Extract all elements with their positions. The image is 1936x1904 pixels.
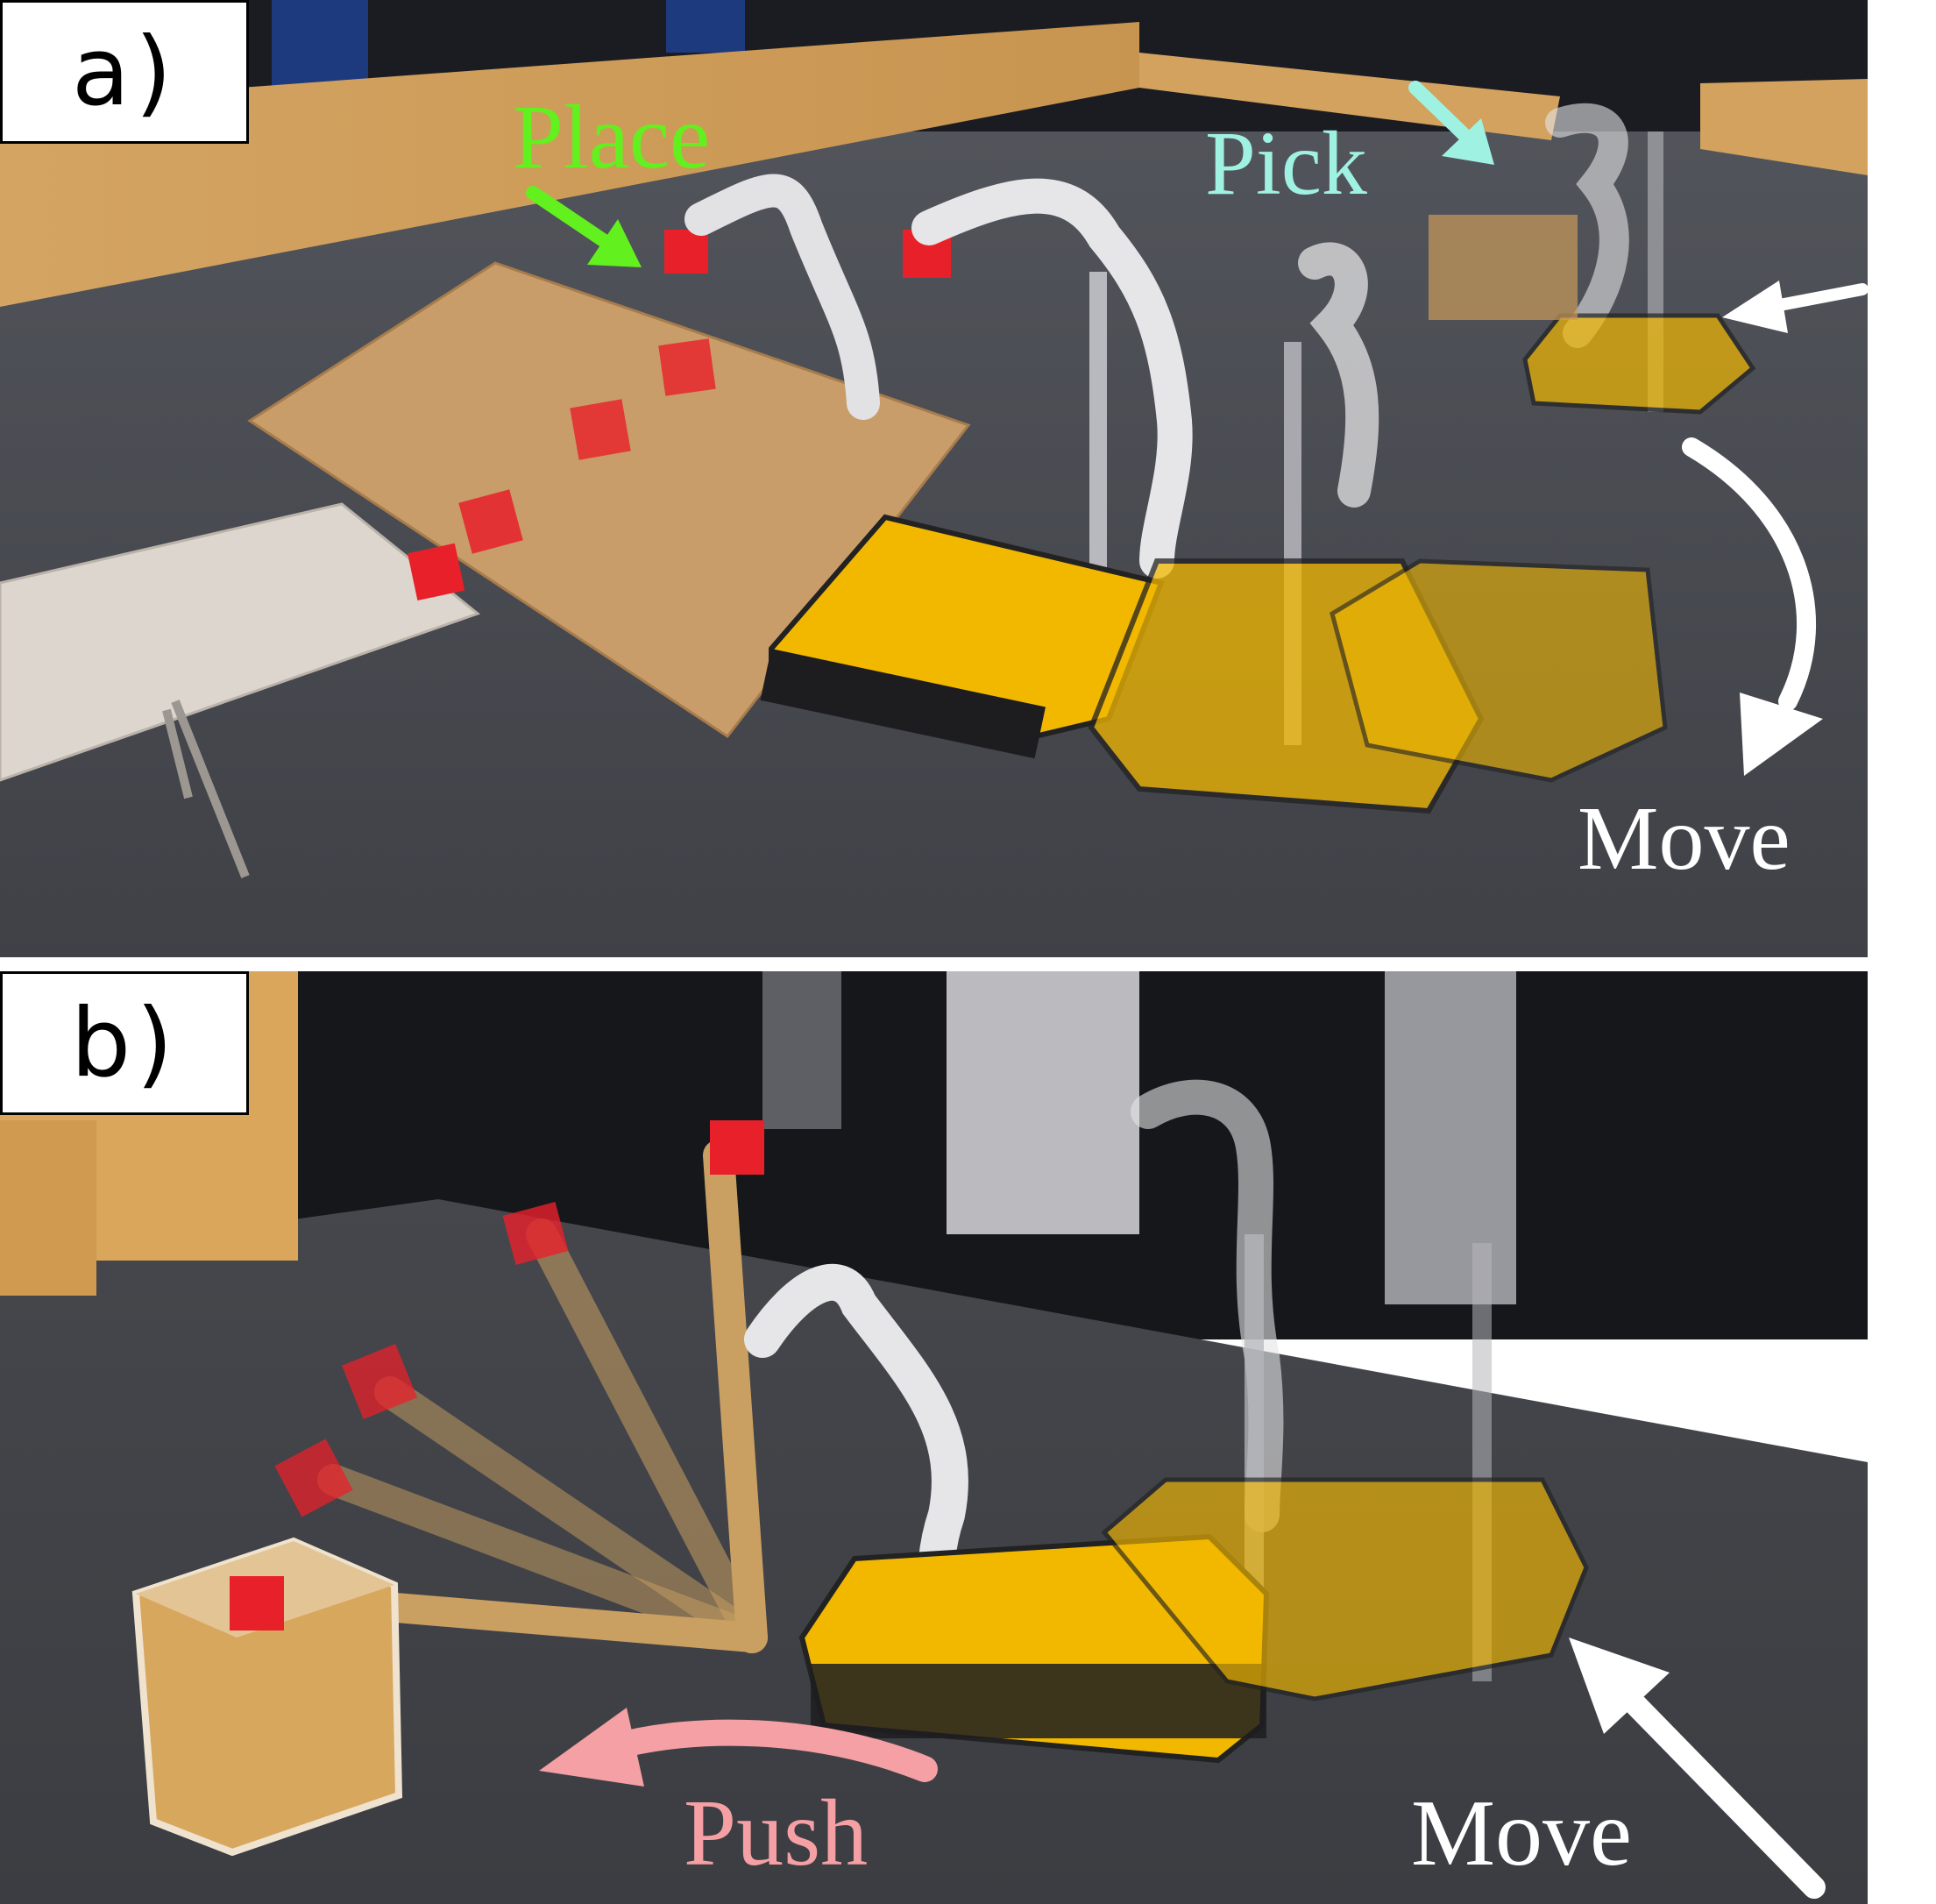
wooden-box: [1429, 215, 1578, 320]
robot-base: [1330, 558, 1668, 783]
wooden-wall: [0, 22, 1139, 307]
robot-arm: [684, 174, 880, 420]
robot-arm: [911, 178, 1193, 579]
robot-arm: [1298, 242, 1379, 508]
panel-a-tag: a): [0, 0, 249, 144]
red-cube: [458, 489, 523, 554]
pick-label: Pick: [1205, 113, 1367, 214]
place-label: Place: [513, 87, 711, 188]
panel-b-photo: b) Push Move: [0, 971, 1868, 1904]
panel-a-photo: a) Place Pick Move: [0, 0, 1868, 957]
red-cube: [710, 1120, 764, 1175]
push-label: Push: [684, 1781, 869, 1886]
incoming-arrow: [1722, 281, 1868, 333]
robot-base: [1522, 313, 1756, 415]
panel-a-scene: [0, 0, 1868, 957]
panel-b-tag: b): [0, 971, 249, 1115]
robot-mast: [1089, 272, 1107, 640]
move-label-b: Move: [1411, 1781, 1632, 1886]
wooden-target-box: [131, 1537, 403, 1857]
panel-b-scene: [0, 971, 1868, 1904]
white-table: [0, 502, 481, 782]
move-arrow-b: [1569, 1638, 1826, 1899]
cardboard-ramp: [247, 261, 971, 739]
red-cube: [570, 399, 631, 460]
red-cube: [407, 543, 465, 601]
push-arrow: [539, 1708, 938, 1787]
red-cube: [664, 230, 708, 274]
pick-arrow: [1408, 81, 1494, 165]
robot-arm: [1545, 103, 1629, 348]
red-cube: [274, 1439, 353, 1517]
red-cube: [342, 1344, 417, 1419]
robot-base: [1101, 1477, 1589, 1702]
move-arrow-a: [1682, 437, 1823, 776]
place-arrow: [526, 186, 642, 267]
move-label-a: Move: [1578, 788, 1791, 889]
red-cube: [502, 1201, 569, 1266]
red-cube: [658, 338, 716, 396]
